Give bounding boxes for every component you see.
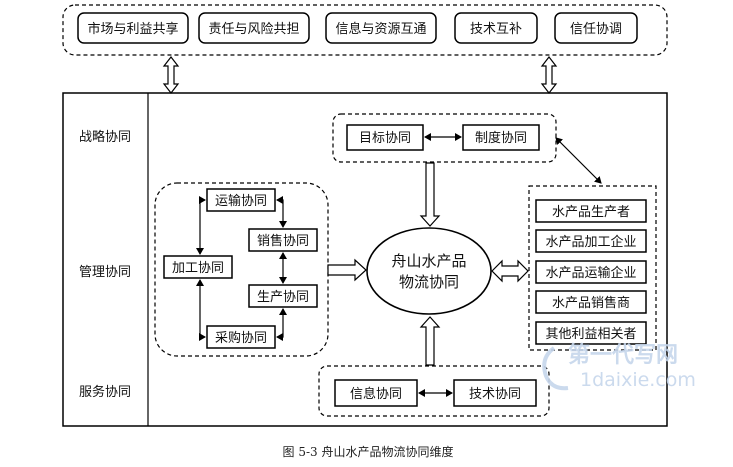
level-label-strategy: 战略协同 — [79, 129, 131, 145]
stakeholder-label-3: 水产品运输企业 — [545, 265, 636, 281]
watermark-logo: 第一代写网 1daixie.com — [542, 342, 696, 391]
strategy-box-system: 制度协同 — [462, 124, 540, 151]
stakeholder-label-2: 水产品加工企业 — [545, 234, 636, 250]
arrow-transport-sales — [276, 196, 287, 228]
service-box-info: 信息协同 — [334, 379, 418, 407]
watermark-en: 1daixie.com — [580, 369, 696, 391]
arrow-processing-purchase — [196, 279, 206, 341]
service-label-tech: 技术协同 — [469, 387, 521, 402]
hollow-arrow-management-to-center — [327, 258, 367, 282]
principle-box-3: 信息与资源互通 — [325, 12, 437, 44]
strategy-label-goal: 目标协同 — [359, 131, 411, 146]
watermark-cn: 第一代写网 — [568, 342, 678, 368]
strategy-box-goal: 目标协同 — [346, 124, 424, 151]
arrow-strategy-stakeholders — [555, 137, 602, 184]
hollow-arrow-service-to-center — [419, 316, 441, 366]
principle-label-5: 信任协调 — [570, 22, 622, 37]
mgmt-label-sales: 销售协同 — [257, 233, 309, 249]
principle-label-4: 技术互补 — [470, 22, 522, 37]
stakeholder-box-3: 水产品运输企业 — [535, 260, 647, 284]
mgmt-label-transport: 运输协同 — [215, 193, 267, 209]
figure-caption: 图 5-3 舟山水产品物流协同维度 — [283, 444, 454, 459]
stakeholder-box-4: 水产品销售商 — [535, 290, 647, 314]
mgmt-box-purchase: 采购协同 — [206, 325, 276, 349]
principle-label-1: 市场与利益共享 — [87, 21, 178, 37]
principle-box-4: 技术互补 — [454, 12, 538, 44]
stakeholder-group — [528, 185, 657, 351]
stakeholder-box-1: 水产品生产者 — [535, 199, 647, 223]
hollow-double-arrow-center-stakeholders — [491, 259, 529, 283]
stakeholder-label-1: 水产品生产者 — [552, 205, 630, 220]
principle-label-2: 责任与风险共担 — [208, 22, 299, 37]
principle-box-1: 市场与利益共享 — [77, 12, 189, 44]
mgmt-box-processing: 加工协同 — [163, 255, 233, 279]
hollow-arrow-strategy-to-center — [419, 162, 441, 227]
mgmt-box-transport: 运输协同 — [206, 188, 276, 212]
principle-box-2: 责任与风险共担 — [198, 12, 310, 44]
principle-box-5: 信任协调 — [554, 12, 638, 44]
service-box-tech: 技术协同 — [453, 379, 537, 407]
arrow-production-purchase — [276, 308, 287, 341]
mgmt-label-production: 生产协同 — [257, 290, 309, 305]
service-group — [318, 365, 550, 417]
strategy-group — [332, 113, 557, 163]
mgmt-label-processing: 加工协同 — [172, 261, 224, 276]
mgmt-box-production: 生产协同 — [248, 284, 318, 308]
mgmt-box-sales: 销售协同 — [248, 228, 318, 252]
main-frame — [62, 92, 668, 427]
center-label-line-1: 舟山水产品 — [391, 252, 466, 270]
top-principles-container — [62, 4, 668, 56]
level-label-management: 管理协同 — [79, 265, 131, 280]
center-ellipse — [366, 227, 492, 315]
stakeholder-label-5: 其他利益相关者 — [545, 327, 636, 342]
stakeholder-box-5: 其他利益相关者 — [535, 321, 647, 345]
hollow-double-arrow-left — [162, 56, 180, 94]
stakeholder-label-4: 水产品销售商 — [552, 295, 630, 311]
principle-label-3: 信息与资源互通 — [335, 21, 426, 37]
service-label-info: 信息协同 — [350, 386, 402, 402]
arrow-transport-processing — [196, 196, 206, 255]
mgmt-label-purchase: 采购协同 — [215, 330, 267, 346]
level-label-service: 服务协同 — [79, 384, 131, 400]
stakeholder-box-2: 水产品加工企业 — [535, 229, 647, 253]
center-label-line-2: 物流协同 — [399, 273, 459, 291]
strategy-label-system: 制度协同 — [475, 130, 527, 146]
hollow-double-arrow-right — [540, 56, 558, 94]
